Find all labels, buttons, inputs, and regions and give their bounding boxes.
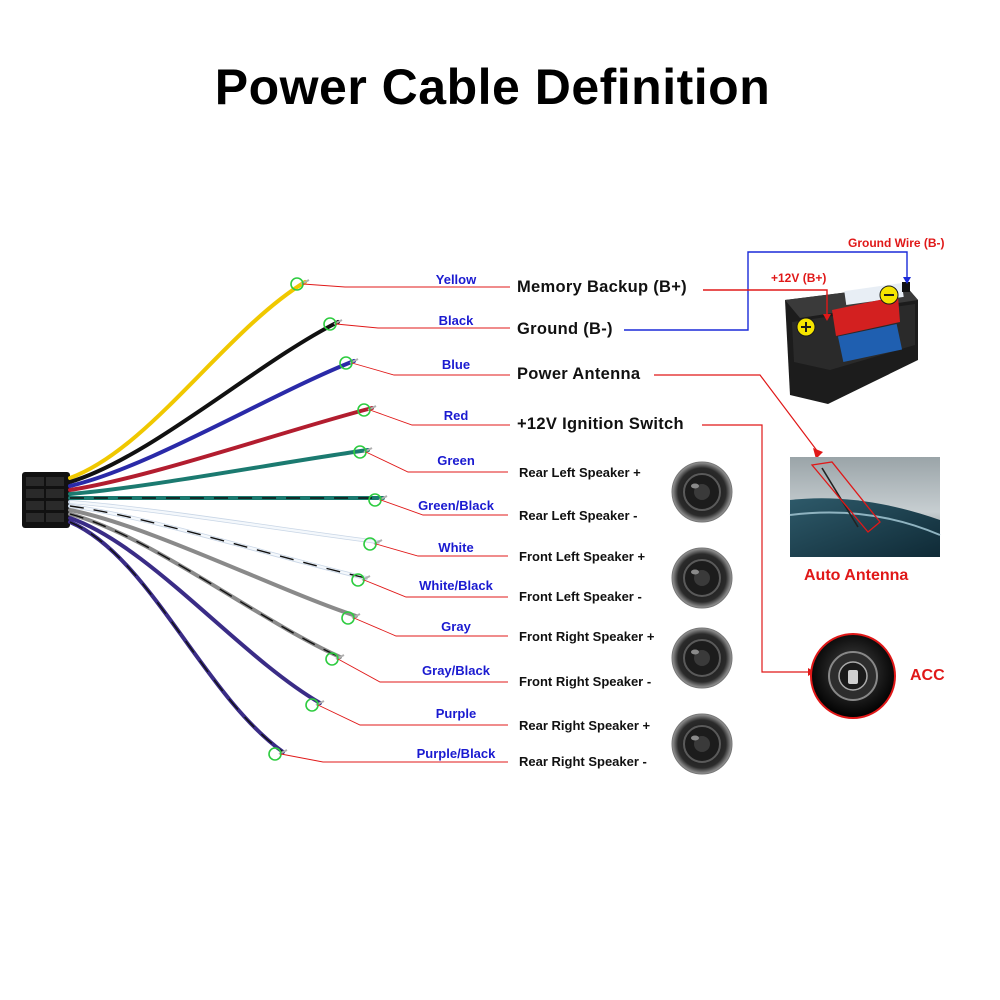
b-plus-wire-arrow (823, 314, 831, 321)
wire-black (68, 320, 340, 484)
wire-color-label: Green/Black (418, 498, 494, 513)
pointer-line (353, 617, 508, 637)
car-battery (785, 283, 918, 404)
antenna-pointer-line (654, 374, 819, 453)
pointer-line (337, 658, 508, 683)
wire-function-label: Front Right Speaker - (519, 674, 652, 689)
pointer-line (280, 753, 508, 763)
wire-color-label: Gray/Black (422, 663, 490, 678)
speaker-icon (671, 461, 733, 523)
pointer-line (317, 704, 508, 726)
pointer-line (380, 499, 508, 516)
wire-green (68, 448, 370, 496)
wire-function-label: Front Right Speaker + (519, 629, 655, 644)
wire-red (68, 406, 374, 492)
pointer-line (335, 323, 510, 329)
wire-color-label: White/Black (419, 578, 493, 593)
wire-function-label: Ground (B-) (517, 320, 613, 338)
wire-blue (68, 359, 356, 488)
wire-color-label: Red (443, 408, 469, 423)
wire-function-label: Rear Left Speaker - (519, 508, 638, 523)
acc-pointer-line (702, 424, 812, 673)
wire-function-label: +12V Ignition Switch (517, 415, 684, 433)
wire-function-label: Rear Right Speaker + (519, 718, 651, 733)
acc-label: ACC (910, 667, 945, 684)
b-plus-label: +12V (B+) (771, 271, 827, 285)
ground-wire-label: Ground Wire (B-) (848, 236, 945, 250)
auto-antenna-photo (789, 457, 941, 557)
wire-color-label: Purple/Black (416, 746, 496, 761)
speaker-icon (671, 713, 733, 775)
pointer-line (365, 451, 508, 473)
pointer-line (369, 409, 510, 426)
wire-gray (68, 508, 358, 618)
pointer-line (302, 283, 510, 288)
wiring-connector (22, 472, 70, 528)
wire-function-label: Front Left Speaker + (519, 549, 646, 564)
battery-negative-icon (879, 282, 910, 305)
ground-wire-line (624, 251, 908, 331)
wire-color-label: White (438, 540, 474, 555)
wire-yellow (68, 280, 307, 480)
pointer-line (363, 579, 508, 598)
pointer-line (351, 362, 510, 376)
wire-color-label: Green (437, 453, 475, 468)
wire-color-label: Black (438, 313, 474, 328)
acc-ignition-photo (810, 633, 896, 719)
wire-function-label: Rear Right Speaker - (519, 754, 647, 769)
wire-purple-black (68, 520, 285, 754)
wire-color-label: Blue (441, 357, 471, 372)
wire-function-label: Memory Backup (B+) (517, 278, 687, 296)
pointer-line (375, 543, 508, 557)
wire-function-label: Power Antenna (517, 365, 641, 383)
wire-color-label: Yellow (435, 272, 477, 287)
ground-wire-arrow (903, 277, 911, 284)
wire-purple (68, 516, 322, 705)
wire-color-label: Purple (435, 706, 477, 721)
wire-function-label: Rear Left Speaker + (519, 465, 641, 480)
b-plus-wire-line (703, 289, 828, 318)
speaker-icon (671, 547, 733, 609)
page-title: Power Cable Definition (214, 59, 771, 115)
wire-function-label: Front Left Speaker - (519, 589, 642, 604)
battery-positive-icon (796, 317, 816, 337)
speaker-icon (671, 627, 733, 689)
auto-antenna-label: Auto Antenna (804, 567, 909, 584)
wire-color-label: Gray (441, 619, 471, 634)
